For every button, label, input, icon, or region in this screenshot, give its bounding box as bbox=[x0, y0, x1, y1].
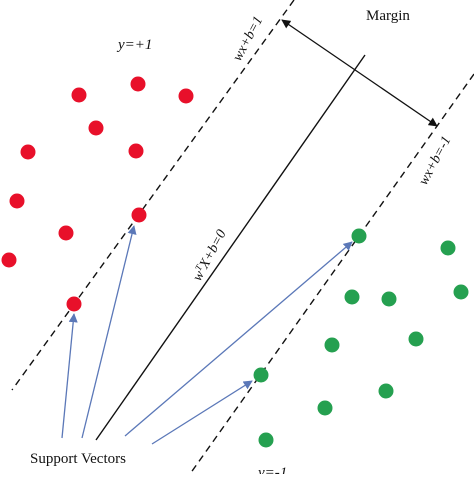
negative-point bbox=[440, 240, 456, 256]
negative-point bbox=[258, 432, 274, 448]
positive-point-support bbox=[66, 296, 82, 312]
support-arrow-3 bbox=[124, 241, 353, 437]
hyperplane-label-superscript: T bbox=[193, 262, 205, 272]
positive-point bbox=[130, 76, 146, 92]
margin-label: Margin bbox=[366, 8, 410, 24]
negative-point bbox=[378, 383, 394, 399]
lower-margin-line bbox=[189, 73, 474, 475]
hyperplane-label-rest: X+b=0 bbox=[197, 228, 230, 273]
support-vectors-label: Support Vectors bbox=[30, 451, 126, 467]
positive-point bbox=[178, 88, 194, 104]
negative-point bbox=[453, 284, 469, 300]
positive-point bbox=[128, 143, 144, 159]
negative-point bbox=[408, 331, 424, 347]
positive-point bbox=[20, 144, 36, 160]
lower-line-label: wx+b=-1 bbox=[416, 134, 454, 188]
support-arrow-4 bbox=[151, 380, 253, 445]
negative-point bbox=[381, 291, 397, 307]
negative-point bbox=[344, 289, 360, 305]
positive-point bbox=[9, 193, 25, 209]
hyperplane-line bbox=[95, 54, 366, 441]
positive-point bbox=[1, 252, 17, 268]
negative-point-support bbox=[351, 228, 367, 244]
positive-point bbox=[58, 225, 74, 241]
class-positive-label: y=+1 bbox=[116, 37, 152, 53]
positive-point bbox=[71, 87, 87, 103]
positive-point bbox=[88, 120, 104, 136]
positive-points bbox=[1, 76, 194, 312]
upper-margin-line bbox=[11, 0, 295, 391]
support-arrow-2 bbox=[81, 225, 137, 439]
positive-point-support bbox=[131, 207, 147, 223]
support-arrow-1 bbox=[61, 313, 78, 439]
negative-point bbox=[317, 400, 333, 416]
negative-point-support bbox=[253, 367, 269, 383]
negative-points bbox=[253, 228, 469, 448]
upper-line-label: wx+b=1 bbox=[230, 14, 266, 64]
class-negative-label: y=-1 bbox=[256, 465, 287, 474]
margin-arrow bbox=[281, 19, 438, 127]
hyperplane-label: wTX+b=0 bbox=[189, 227, 230, 284]
negative-point bbox=[324, 337, 340, 353]
